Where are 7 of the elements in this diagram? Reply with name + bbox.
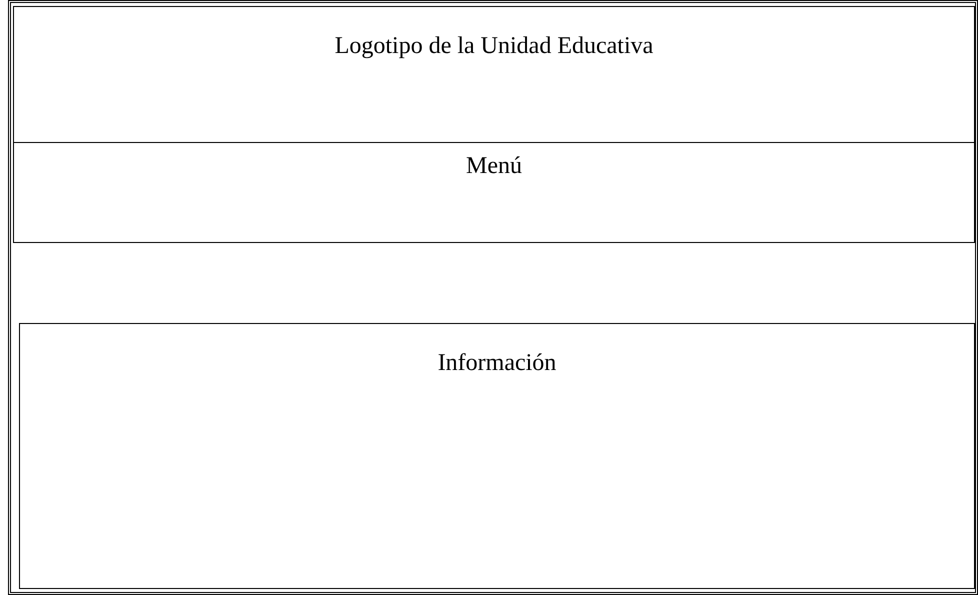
content-section — [19, 323, 975, 589]
section-title: Logotipo de la Unidad Educativa — [334, 33, 654, 60]
page-frame — [8, 0, 978, 595]
menu-section — [13, 142, 975, 243]
header-section — [13, 6, 975, 143]
section-title: Información — [438, 350, 556, 377]
section-title: Menú — [466, 153, 522, 180]
